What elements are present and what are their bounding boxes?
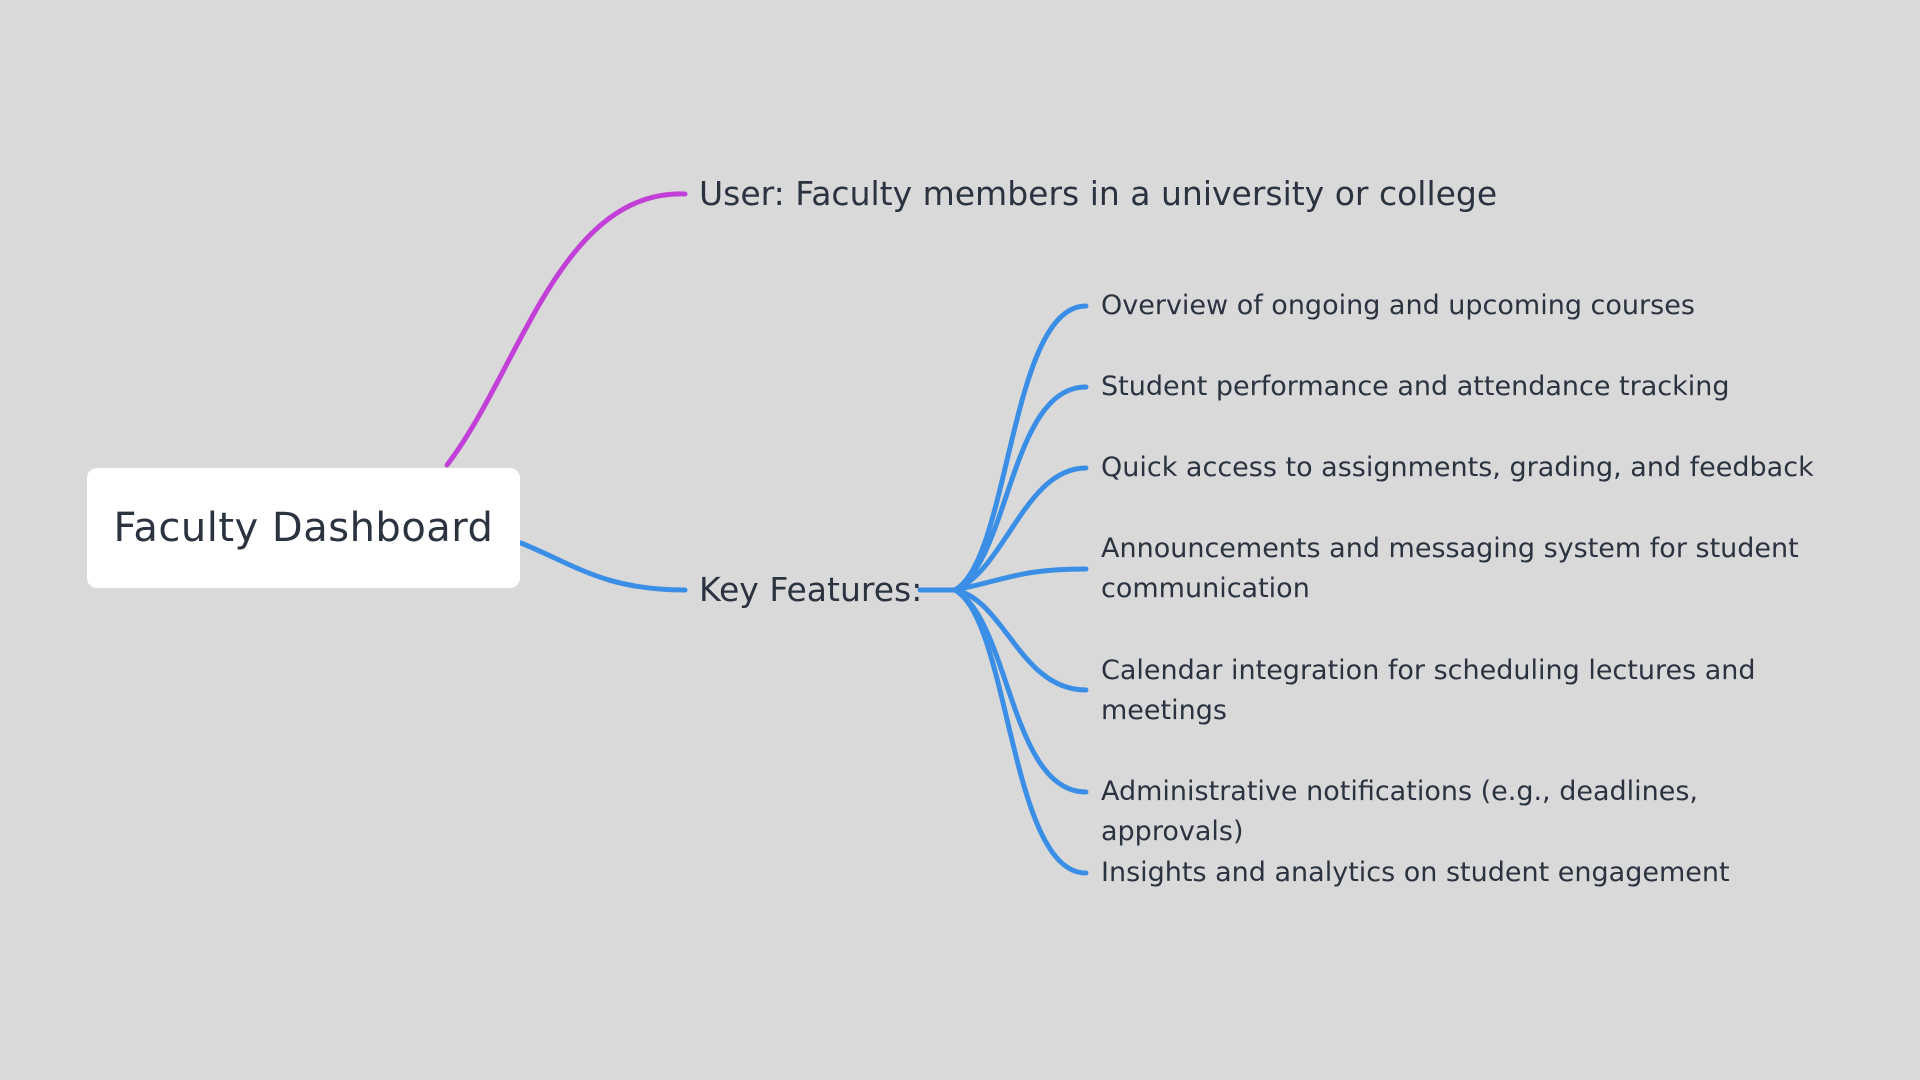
feature-item-assignments-grading[interactable]: Quick access to assignments, grading, an…: [1101, 452, 1814, 483]
branch-key-features-label[interactable]: Key Features:: [699, 570, 923, 609]
connector-root-to-user: [444, 191, 688, 468]
feature-item-course-overview[interactable]: Overview of ongoing and upcoming courses: [1101, 290, 1695, 321]
feature-item-performance-tracking[interactable]: Student performance and attendance track…: [1101, 371, 1730, 402]
connector-feature-6: [952, 587, 1089, 795]
connector-feature-2: [952, 384, 1089, 593]
feature-item-calendar-integration[interactable]: Calendar integration for scheduling lect…: [1101, 655, 1756, 726]
connector-feature-5: [952, 587, 1089, 693]
feature-item-engagement-insights[interactable]: Insights and analytics on student engage…: [1101, 857, 1730, 888]
root-node-title: Faculty Dashboard: [113, 505, 494, 551]
connector-feature-7: [952, 587, 1089, 876]
feature-item-announcements-messaging[interactable]: Announcements and messaging system for s…: [1101, 533, 1799, 604]
connector-root-to-features: [518, 540, 688, 593]
root-node[interactable]: Faculty Dashboard: [87, 468, 520, 588]
feature-item-admin-notifications[interactable]: Administrative notifications (e.g., dead…: [1101, 776, 1699, 847]
connector-feature-4: [952, 566, 1089, 593]
branch-user-label[interactable]: User: Faculty members in a university or…: [699, 174, 1498, 213]
connector-feature-3: [952, 465, 1089, 593]
connector-feature-1: [952, 303, 1089, 593]
